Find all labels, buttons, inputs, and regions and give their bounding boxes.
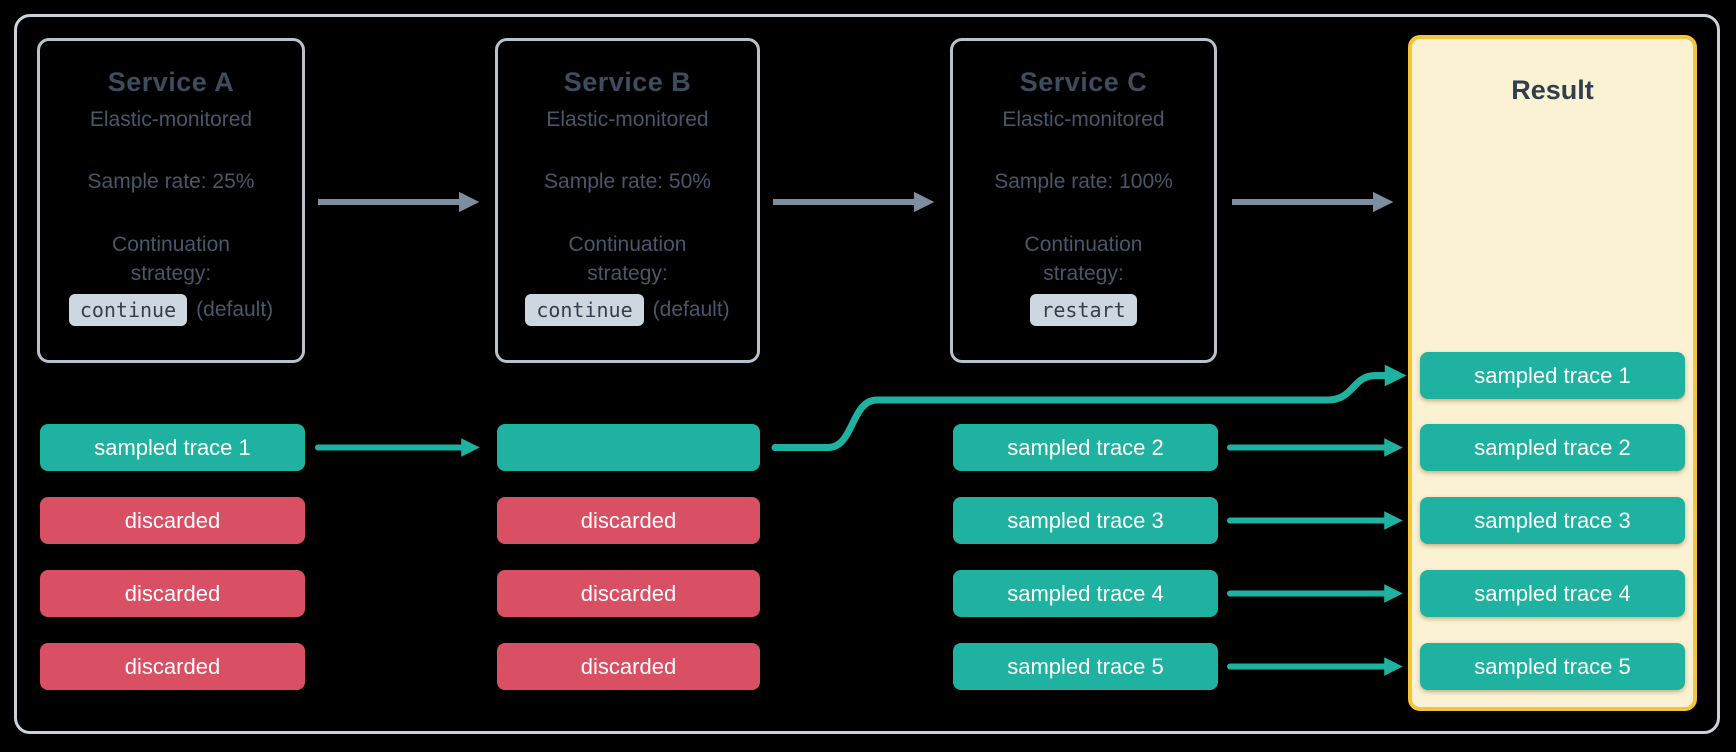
service-b-continuation-label: Continuation strategy:	[498, 230, 757, 288]
trace-pill-discarded: discarded	[497, 570, 760, 617]
trace-pill-discarded: discarded	[40, 497, 305, 544]
service-b-strategy-chip: continue	[525, 294, 644, 326]
service-c-continuation-label: Continuation strategy:	[953, 230, 1214, 288]
trace-pill-sampled: sampled trace 2	[953, 424, 1218, 471]
service-b-strategy-row: continue (default)	[498, 294, 757, 326]
trace-pill-label: discarded	[580, 653, 677, 679]
service-c-box: Service C Elastic-monitored Sample rate:…	[950, 38, 1217, 363]
continuation-word: Continuation	[568, 233, 687, 256]
result-trace-pill: sampled trace 2	[1420, 424, 1685, 471]
trace-pill-label: sampled trace 2	[1474, 434, 1631, 460]
service-a-title: Service A	[107, 67, 235, 97]
trace-pill-label: discarded	[124, 580, 221, 606]
service-a-strategy-row: continue (default)	[40, 294, 302, 326]
service-b-sample-rate: Sample rate: 50%	[544, 170, 711, 193]
result-title: Result	[1511, 75, 1594, 105]
service-b-strategy-note: (default)	[652, 298, 730, 321]
trace-pill-discarded: discarded	[497, 643, 760, 690]
trace-pill-discarded: discarded	[497, 497, 760, 544]
trace-pill-label: sampled trace 4	[1007, 580, 1164, 606]
trace-pill-label: sampled trace 4	[1474, 580, 1631, 606]
trace-pill-label: sampled trace 3	[1474, 507, 1631, 533]
trace-pill-label: discarded	[580, 580, 677, 606]
trace-pill-label: discarded	[580, 507, 677, 533]
service-a-continuation-label: Continuation strategy:	[40, 230, 302, 288]
result-trace-pill: sampled trace 4	[1420, 570, 1685, 617]
trace-pill-label: sampled trace 1	[94, 434, 251, 460]
outer-frame	[14, 14, 1720, 734]
service-c-sample-rate: Sample rate: 100%	[994, 170, 1173, 193]
service-a-box: Service A Elastic-monitored Sample rate:…	[37, 38, 305, 363]
trace-pill-discarded: discarded	[40, 643, 305, 690]
trace-pill-label: discarded	[124, 507, 221, 533]
strategy-word: strategy:	[587, 262, 668, 285]
service-b-monitoring: Elastic-monitored	[546, 108, 709, 131]
service-a-strategy-note: (default)	[196, 298, 274, 321]
trace-pill-label: discarded	[124, 653, 221, 679]
service-c-strategy-row: restart	[953, 294, 1214, 326]
trace-pill-label: sampled trace 1	[1474, 362, 1631, 388]
strategy-word: strategy:	[1043, 262, 1124, 285]
service-a-sample-rate: Sample rate: 25%	[87, 170, 255, 193]
result-trace-pill: sampled trace 1	[1420, 352, 1685, 399]
service-b-title: Service B	[563, 67, 692, 97]
service-b-box: Service B Elastic-monitored Sample rate:…	[495, 38, 760, 363]
continuation-word: Continuation	[1024, 233, 1143, 256]
service-c-strategy-chip: restart	[1030, 294, 1137, 326]
trace-pill-sampled: sampled trace 1	[40, 424, 305, 471]
service-c-monitoring: Elastic-monitored	[1002, 108, 1165, 131]
trace-pill-sampled: sampled trace 3	[953, 497, 1218, 544]
trace-pill-label: sampled trace 5	[1474, 653, 1631, 679]
trace-pill-label: sampled trace 3	[1007, 507, 1164, 533]
result-trace-pill: sampled trace 5	[1420, 643, 1685, 690]
trace-pill-sampled: sampled trace 5	[953, 643, 1218, 690]
service-c-title: Service C	[1019, 67, 1148, 97]
result-trace-pill: sampled trace 3	[1420, 497, 1685, 544]
strategy-word: strategy:	[130, 262, 212, 285]
trace-pill-sampled: sampled trace 4	[953, 570, 1218, 617]
trace-pill-sampled-unlabeled	[497, 424, 760, 471]
trace-pill-label: sampled trace 2	[1007, 434, 1164, 460]
service-a-strategy-chip: continue	[68, 294, 188, 326]
trace-pill-discarded: discarded	[40, 570, 305, 617]
trace-pill-label: sampled trace 5	[1007, 653, 1164, 679]
continuation-word: Continuation	[112, 233, 230, 256]
service-a-monitoring: Elastic-monitored	[89, 108, 253, 131]
